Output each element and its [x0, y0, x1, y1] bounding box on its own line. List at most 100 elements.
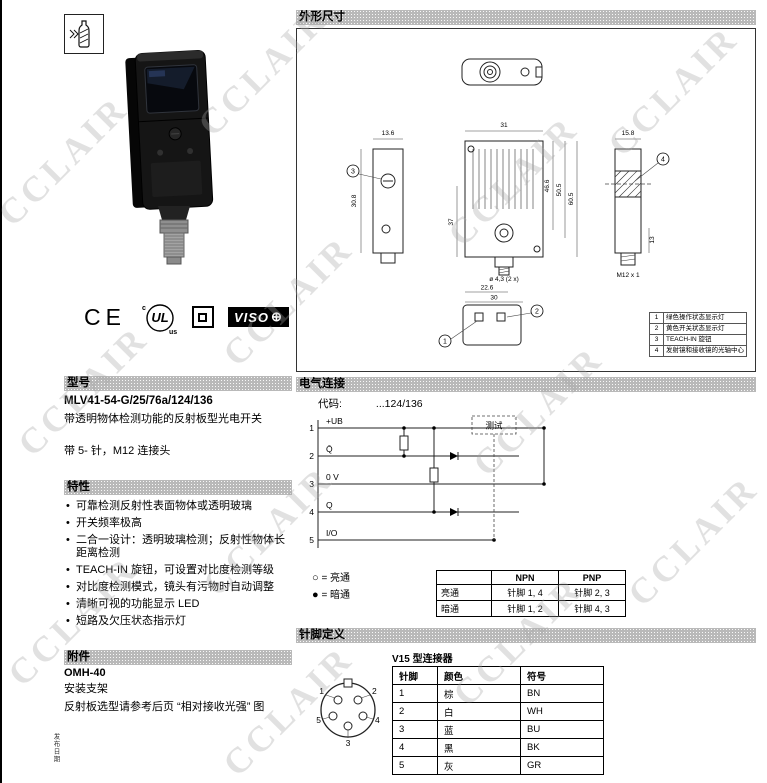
feature-item: 清晰可视的功能显示 LED — [64, 598, 292, 611]
dimension-drawing: 3 4 2 1 13.6 30.8 31 46.6 50.5 60.5 37 ø… — [346, 58, 670, 348]
svg-text:4: 4 — [661, 157, 665, 164]
feature-item: 二合一设计：透明玻璃检测；反射性物体长距离检测 — [64, 534, 292, 560]
watermark-text: CCLAIR — [10, 318, 156, 464]
legend-dark-on-text: = 暗通 — [321, 590, 351, 601]
legend-no: 2 — [649, 323, 664, 335]
accessory-name: OMH-40 — [64, 667, 106, 679]
svg-text:3: 3 — [309, 479, 314, 489]
section-title: 附件 — [67, 651, 90, 663]
svg-text:UL: UL — [151, 310, 168, 325]
pin-cell: 蓝 — [437, 720, 521, 739]
legend-dark-on: ● = 暗通 — [312, 587, 350, 604]
pin-row: 2 白 WH — [392, 702, 604, 721]
section-accessories-header: 附件 — [64, 650, 292, 665]
open-circle-icon: ○ — [312, 572, 319, 584]
pin-table: 针脚 颜色 符号 1 棕 BN 2 白 WH 3 蓝 BU 4 黑 BK 5 灰… — [392, 666, 604, 775]
svg-text:13.6: 13.6 — [382, 130, 395, 137]
ul-mark: UL c us — [142, 304, 177, 336]
svg-text:us: us — [169, 329, 177, 336]
pin-cell: 白 — [437, 702, 521, 721]
svg-text:46.6: 46.6 — [544, 179, 551, 192]
visolux-text: VISO — [233, 309, 270, 325]
section-title: 型号 — [67, 377, 90, 389]
section-dimensions-header: 外形尺寸 — [296, 10, 756, 25]
legend-no: 4 — [649, 345, 664, 357]
feature-item: 对比度检测模式，镜头有污物时自动调整 — [64, 581, 292, 594]
svg-text:5: 5 — [309, 535, 314, 545]
logic-header-pnp: PNP — [558, 570, 626, 585]
model-connector-note: 带 5- 针，M12 连接头 — [64, 445, 171, 457]
page-left-border — [0, 0, 2, 783]
code-label: 代码: — [318, 398, 342, 410]
logic-table: NPN PNP 亮通 针脚 1, 4 针脚 2, 3 暗通 针脚 1, 2 针脚… — [436, 570, 626, 617]
release-date-vertical: 发布日期 — [52, 733, 59, 763]
pin-cell: BN — [520, 684, 604, 703]
svg-text:15.8: 15.8 — [622, 130, 635, 137]
svg-text:测试: 测试 — [485, 421, 503, 431]
feature-item: 开关频率极高 — [64, 517, 292, 530]
section-title: 外形尺寸 — [299, 11, 345, 23]
logic-cell: 针脚 1, 2 — [491, 600, 559, 617]
legend-text: TEACH-IN 旋钮 — [663, 334, 747, 346]
logic-cell: 针脚 2, 3 — [558, 584, 626, 601]
logic-row: 亮通 针脚 1, 4 针脚 2, 3 — [436, 584, 626, 601]
legend-light-on-text: = 亮通 — [321, 573, 351, 584]
logic-header-row: NPN PNP — [436, 570, 626, 585]
dimension-drawing-box: 3 4 2 1 13.6 30.8 31 46.6 50.5 60.5 37 ø… — [296, 28, 756, 372]
legend-light-on: ○ = 亮通 — [312, 570, 350, 587]
svg-text:1: 1 — [309, 423, 314, 433]
model-number: MLV41-54-G/25/76a/124/136 — [64, 395, 213, 407]
legend-text: 黄色开关状态显示灯 — [663, 323, 747, 335]
svg-text:31: 31 — [500, 122, 508, 129]
legend-no: 1 — [649, 312, 664, 324]
section-electrical-header: 电气连接 — [296, 377, 756, 392]
svg-text:1: 1 — [443, 339, 447, 346]
pin-table-header: 针脚 颜色 符号 — [392, 666, 604, 685]
section-title: 针脚定义 — [299, 629, 345, 641]
logic-row: 暗通 针脚 1, 2 针脚 4, 3 — [436, 600, 626, 617]
section-features-header: 特性 — [64, 480, 292, 495]
product-photo — [92, 40, 252, 275]
logic-row-label: 亮通 — [436, 584, 492, 601]
svg-text:Q: Q — [326, 500, 333, 510]
pin-header-color: 颜色 — [437, 666, 521, 685]
feature-item: 可靠检测反射性表面物体或透明玻璃 — [64, 500, 292, 513]
logic-cell: 针脚 4, 3 — [558, 600, 626, 617]
svg-text:30: 30 — [490, 295, 498, 302]
feature-item: 短路及欠压状态指示灯 — [64, 615, 292, 628]
svg-text:50.5: 50.5 — [556, 183, 563, 196]
feature-item: TEACH-IN 旋钮，可设置对比度检测等级 — [64, 564, 292, 577]
filled-circle-icon: ● — [312, 589, 319, 601]
legend-text: 绿色操作状态显示灯 — [663, 312, 747, 324]
accessory-desc: 安装支架 — [64, 683, 108, 695]
accessory-note: 反射板选型请参考后页 “相对接收光强” 图 — [64, 701, 265, 713]
svg-text:c: c — [142, 305, 146, 312]
svg-text:3: 3 — [351, 169, 355, 176]
svg-text:2: 2 — [372, 686, 377, 696]
svg-text:2: 2 — [309, 451, 314, 461]
connector-face-diagram: 1 2 4 3 5 — [316, 678, 380, 748]
section-title: 电气连接 — [299, 378, 345, 390]
svg-text:4: 4 — [375, 715, 380, 725]
svg-text:22.6: 22.6 — [481, 285, 494, 292]
svg-text:60.5: 60.5 — [568, 192, 575, 205]
logic-cell: 针脚 1, 4 — [491, 584, 559, 601]
legend-no: 3 — [649, 334, 664, 346]
svg-text:4: 4 — [309, 507, 314, 517]
svg-text:30.8: 30.8 — [351, 194, 358, 207]
logic-empty-cell — [436, 570, 492, 585]
pin-cell: 3 — [392, 720, 438, 739]
pin-cell: 灰 — [437, 756, 521, 775]
switching-legend: ○ = 亮通 ● = 暗通 — [312, 570, 350, 604]
svg-text:I/O: I/O — [326, 528, 338, 538]
protection-class-ii-inner — [198, 312, 208, 322]
pin-cell: 黑 — [437, 738, 521, 757]
svg-text:M12 x 1: M12 x 1 — [616, 272, 640, 279]
model-description: 带透明物体检测功能的反射板型光电开关 — [64, 413, 262, 425]
pin-cell: BK — [520, 738, 604, 757]
ce-mark: CE — [84, 303, 126, 330]
svg-text:0 V: 0 V — [326, 472, 339, 482]
